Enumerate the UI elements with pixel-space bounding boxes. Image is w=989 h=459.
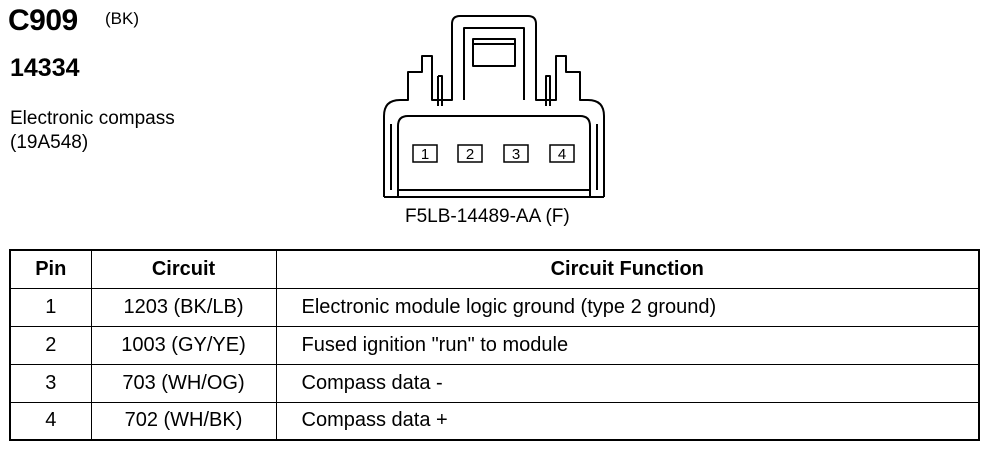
connector-latch-inner: [437, 27, 551, 106]
connector-latch-block: [472, 38, 516, 67]
cell-circuit: 702 (WH/BK): [90, 401, 277, 441]
pin-cavities: 1 2 3 4: [412, 144, 575, 163]
table-row: 4 702 (WH/BK) Compass data +: [9, 401, 980, 441]
pin-cavity-2-label: 2: [466, 146, 474, 163]
header-circuit: Circuit: [90, 249, 277, 289]
cell-circuit-function: Electronic module logic ground (type 2 g…: [275, 287, 980, 327]
pin-table: Pin Circuit Circuit Function 1 1203 (BK/…: [9, 249, 980, 441]
connector-housing-outer: [383, 15, 605, 197]
table-row: 3 703 (WH/OG) Compass data -: [9, 363, 980, 403]
header-circuit-function: Circuit Function: [275, 249, 980, 289]
cell-pin: 4: [9, 401, 92, 441]
pin-cavity-3: [503, 144, 529, 163]
cell-circuit-function: Compass data -: [275, 363, 980, 403]
pin-cavity-1-label: 1: [421, 146, 429, 163]
connector-face-inner: [397, 115, 591, 197]
connector-code: F5LB-14489-AA (F): [405, 206, 570, 227]
pin-cavity-2: [457, 144, 483, 163]
cell-circuit: 1003 (GY/YE): [90, 325, 277, 365]
cell-circuit: 703 (WH/OG): [90, 363, 277, 403]
component-code: (19A548): [10, 132, 89, 153]
pin-cavity-3-label: 3: [512, 146, 520, 163]
component-name: Electronic compass: [10, 108, 175, 129]
cell-circuit-function: Compass data +: [275, 401, 980, 441]
connector-face-diagram: 1 2 3 4: [383, 15, 605, 198]
table-row: 2 1003 (GY/YE) Fused ignition "run" to m…: [9, 325, 980, 365]
cell-pin: 1: [9, 287, 92, 327]
header-pin: Pin: [9, 249, 92, 289]
cell-circuit-function: Fused ignition "run" to module: [275, 325, 980, 365]
pin-cavity-1: [412, 144, 438, 163]
cell-pin: 3: [9, 363, 92, 403]
pin-cavity-4-label: 4: [558, 146, 566, 163]
table-header-row: Pin Circuit Circuit Function: [9, 249, 980, 289]
cell-pin: 2: [9, 325, 92, 365]
connector-color: (BK): [105, 9, 139, 28]
part-number: 14334: [10, 54, 80, 82]
cell-circuit: 1203 (BK/LB): [90, 287, 277, 327]
connector-id: C909: [8, 4, 78, 37]
pin-cavity-4: [549, 144, 575, 163]
table-row: 1 1203 (BK/LB) Electronic module logic g…: [9, 287, 980, 327]
